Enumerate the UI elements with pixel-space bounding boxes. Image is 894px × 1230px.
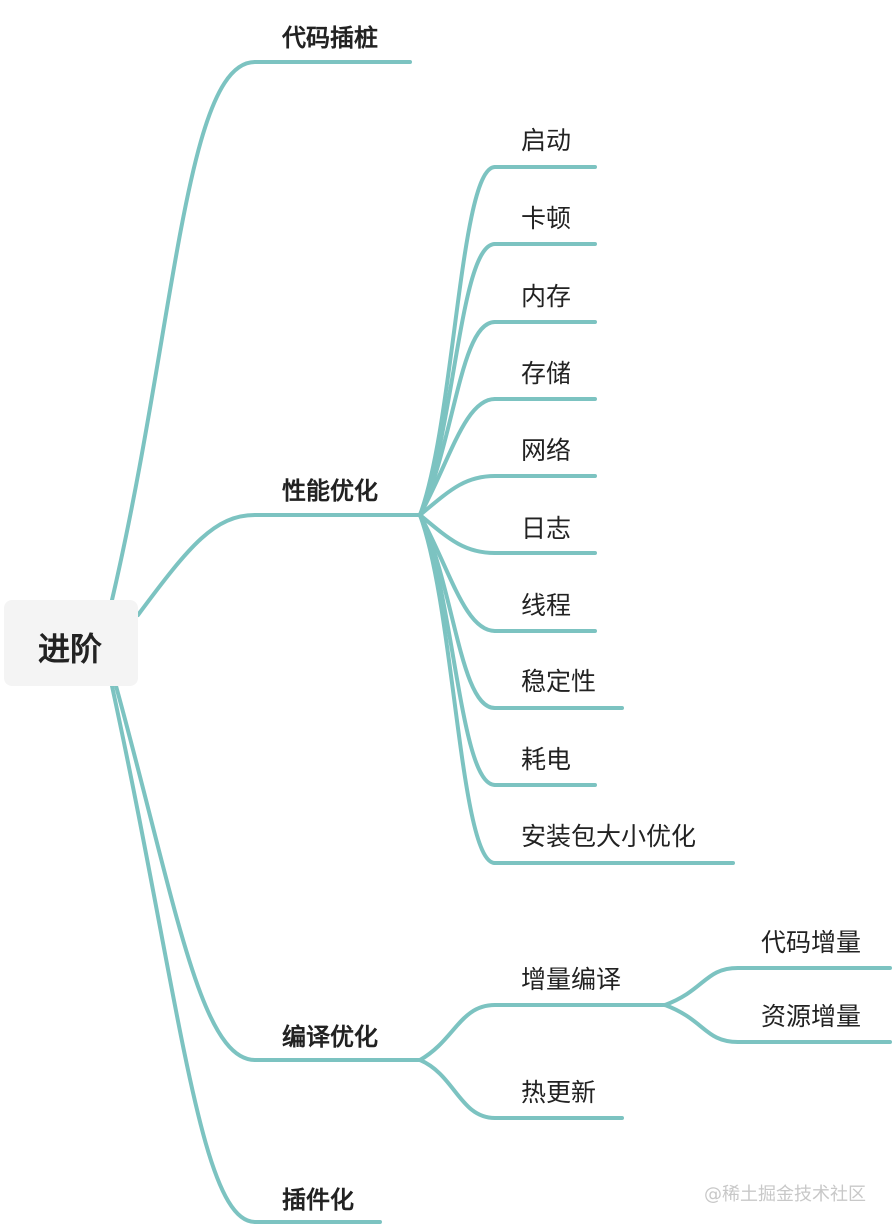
edge-compile-incremental <box>418 1003 497 1062</box>
edge-perf-jank <box>418 242 497 517</box>
node-network[interactable]: 网络 <box>521 436 572 465</box>
node-memory[interactable]: 内存 <box>521 282 572 311</box>
node-performance[interactable]: 性能优化 <box>282 477 378 505</box>
node-hotfix[interactable]: 热更新 <box>521 1078 597 1107</box>
node-compile[interactable]: 编译优化 <box>282 1023 378 1051</box>
node-stability[interactable]: 稳定性 <box>521 667 597 696</box>
edge-perf-apk-size <box>418 513 497 865</box>
node-code-incremental[interactable]: 代码增量 <box>761 928 862 957</box>
node-code-instrumentation[interactable]: 代码插桩 <box>282 24 378 52</box>
edge-root-code-instrumentation <box>110 60 257 602</box>
node-resource-incremental[interactable]: 资源增量 <box>761 1002 862 1031</box>
node-startup[interactable]: 启动 <box>521 126 572 155</box>
node-jank[interactable]: 卡顿 <box>521 204 572 233</box>
node-plugin[interactable]: 插件化 <box>282 1186 354 1214</box>
edge-perf-network <box>418 474 497 517</box>
root-label: 进阶 <box>38 630 103 668</box>
edge-perf-thread <box>418 513 497 633</box>
root-node[interactable] <box>4 600 138 686</box>
edge-compile-hotfix <box>418 1058 497 1120</box>
node-thread[interactable]: 线程 <box>521 591 572 620</box>
node-power[interactable]: 耗电 <box>521 745 572 774</box>
edge-incremental-code <box>663 966 740 1007</box>
edge-root-plugin <box>110 684 257 1224</box>
edge-perf-log <box>418 513 497 555</box>
edge-root-compile <box>114 684 257 1062</box>
node-apk-size[interactable]: 安装包大小优化 <box>521 822 697 851</box>
node-storage[interactable]: 存储 <box>521 359 572 388</box>
edge-root-performance <box>136 513 257 617</box>
edge-perf-storage <box>418 397 497 517</box>
edge-perf-memory <box>418 320 497 517</box>
watermark: @稀土掘金技术社区 <box>704 1184 866 1205</box>
node-incremental-compile[interactable]: 增量编译 <box>521 965 622 994</box>
node-log[interactable]: 日志 <box>521 514 572 543</box>
edge-incremental-resource <box>663 1003 740 1044</box>
